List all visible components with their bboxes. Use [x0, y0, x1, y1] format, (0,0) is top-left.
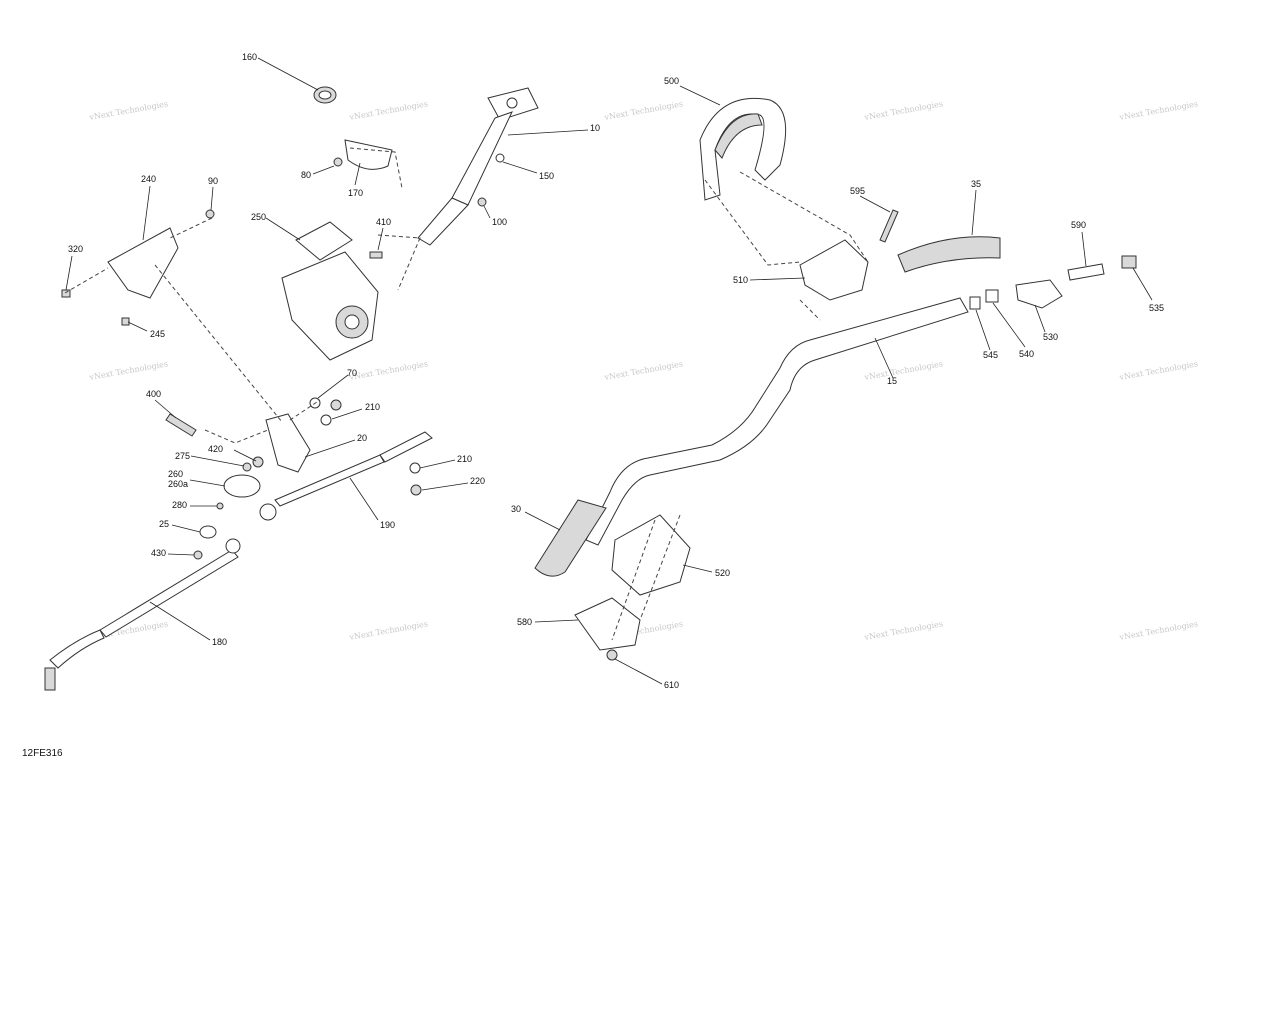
callout-label: 180 [212, 637, 227, 647]
part-nut-275 [242, 462, 252, 472]
callout-label: 540 [1019, 349, 1034, 359]
callout-label: 610 [664, 680, 679, 690]
part-nut-610 [606, 649, 618, 661]
part-bolt-595 [879, 209, 899, 243]
part-grip-35 [897, 236, 1001, 273]
part-tie-rod-190 [259, 431, 433, 521]
part-end-535 [1121, 255, 1137, 269]
callout-label: 280 [172, 500, 187, 510]
part-bolt-320 [61, 289, 71, 298]
callout-label: 210 [457, 454, 472, 464]
callout-label: 545 [983, 350, 998, 360]
watermark: vNext Technologies [348, 99, 429, 122]
part-bolt-400 [165, 413, 197, 437]
callout-label: 25 [159, 519, 169, 529]
part-bolt-150 [495, 153, 505, 163]
part-clamp-510 [799, 239, 869, 301]
callout-label: 20 [357, 433, 367, 443]
part-bearing-160 [313, 86, 337, 104]
callout-label: 240 [141, 174, 156, 184]
part-washer-210 [320, 414, 332, 426]
part-spacer-545 [969, 296, 981, 310]
part-bolt-430 [193, 550, 203, 560]
callout-label: 430 [151, 548, 166, 558]
callout-label: 410 [376, 217, 391, 227]
part-bolt-590 [1067, 263, 1105, 281]
part-grip-30 [534, 499, 607, 577]
callout-labels: 160 10 80 170 150 100 240 90 320 245 250… [68, 52, 1164, 690]
callout-label: 510 [733, 275, 748, 285]
callout-label: 220 [470, 476, 485, 486]
callout-label: 90 [208, 176, 218, 186]
callout-label: 535 [1149, 303, 1164, 313]
callout-label: 400 [146, 389, 161, 399]
callout-label: 35 [971, 179, 981, 189]
callout-label: 275 [175, 451, 190, 461]
part-bracket-580 [574, 597, 641, 651]
part-clamp-520 [611, 514, 691, 596]
part-washer-25 [199, 525, 217, 539]
watermark: vNext Technologies [863, 619, 944, 642]
part-clamp-170 [344, 139, 393, 170]
callout-label: 70 [347, 368, 357, 378]
part-spacer-540 [985, 289, 999, 303]
callout-label: 520 [715, 568, 730, 578]
callout-label: 190 [380, 520, 395, 530]
part-end-530 [1015, 279, 1063, 309]
part-bolt-280 [216, 502, 224, 510]
part-nut-220 [410, 484, 422, 496]
callout-label: 580 [517, 617, 532, 627]
callout-label: 595 [850, 186, 865, 196]
watermark: vNext Technologies [348, 359, 429, 382]
part-handlebar-cover-500 [699, 97, 787, 201]
callout-label: 245 [150, 329, 165, 339]
callout-label: 260a [168, 479, 188, 489]
watermark: vNext Technologies [1118, 619, 1199, 642]
callout-label: 320 [68, 244, 83, 254]
part-nut-100 [477, 197, 487, 207]
watermark: vNext Technologies [88, 99, 169, 122]
watermark: vNext Technologies [603, 99, 684, 122]
watermark: vNext Technologies [1118, 99, 1199, 122]
callout-label: 150 [539, 171, 554, 181]
watermark: vNext Technologies [88, 359, 169, 382]
callout-label: 30 [511, 504, 521, 514]
part-bracket-240 [107, 227, 179, 299]
callout-label: 10 [590, 123, 600, 133]
part-steering-column-10 [417, 87, 539, 246]
callout-label: 590 [1071, 220, 1086, 230]
part-nut-90 [205, 209, 215, 219]
part-plate-260 [223, 474, 261, 498]
part-steering-unit-250 [281, 221, 379, 361]
part-bolt-245 [121, 317, 130, 326]
callout-label: 170 [348, 188, 363, 198]
part-nut-80 [333, 157, 343, 167]
part-nut-70b [330, 399, 342, 411]
callout-label: 160 [242, 52, 257, 62]
part-pitman-arm-20 [265, 413, 311, 473]
watermark: vNext Technologies [603, 359, 684, 382]
callout-label: 500 [664, 76, 679, 86]
callout-label: 210 [365, 402, 380, 412]
callout-label: 80 [301, 170, 311, 180]
callout-label: 100 [492, 217, 507, 227]
watermark: vNext Technologies [348, 619, 429, 642]
part-bolt-410 [369, 251, 383, 259]
watermark: vNext Technologies [863, 359, 944, 382]
callout-label: 420 [208, 444, 223, 454]
watermark: vNext Technologies [863, 99, 944, 122]
watermark: vNext Technologies [1118, 359, 1199, 382]
callout-label: 260 [168, 469, 183, 479]
callout-label: 530 [1043, 332, 1058, 342]
part-handlebar-15 [585, 297, 969, 546]
part-nut-420 [252, 456, 264, 468]
leader-lines [65, 57, 1153, 685]
figure-code: 12FE316 [22, 748, 63, 759]
part-tie-rod-180 [44, 538, 241, 691]
callout-label: 15 [887, 376, 897, 386]
callout-label: 250 [251, 212, 266, 222]
part-washer-210b [409, 462, 421, 474]
